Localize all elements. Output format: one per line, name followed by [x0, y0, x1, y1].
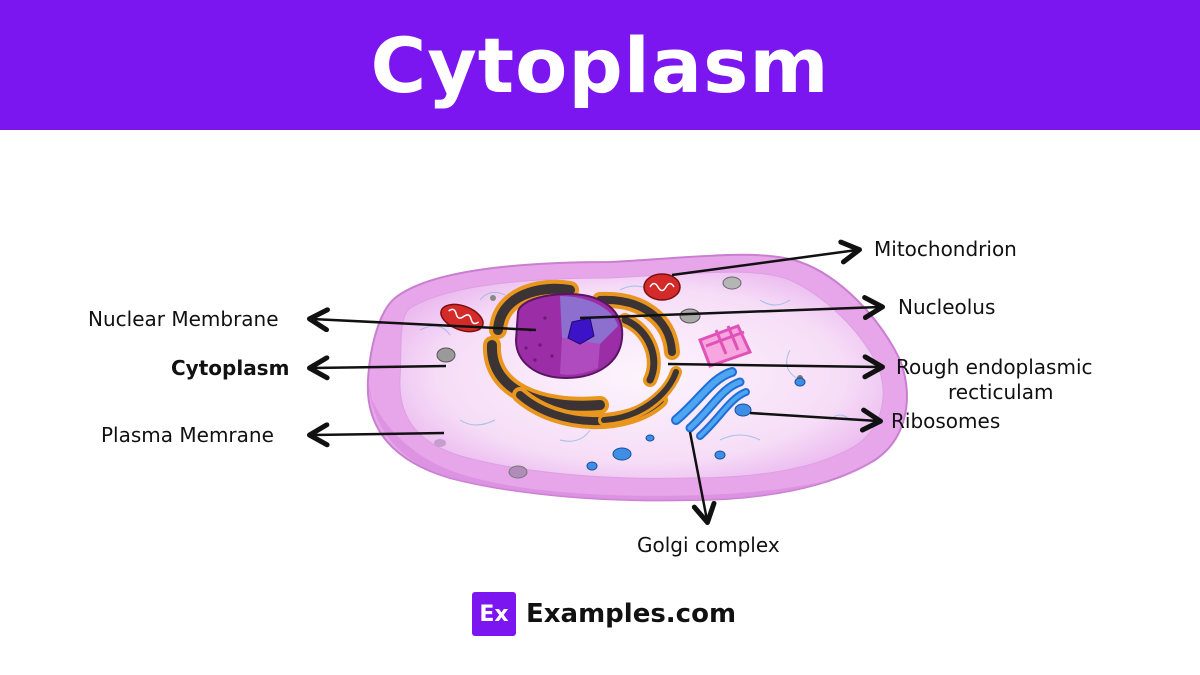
label-golgi-complex: Golgi complex — [637, 533, 780, 557]
arrow-plasma-membrane — [307, 422, 445, 448]
vesicles — [434, 276, 803, 479]
label-mitochondrion: Mitochondrion — [874, 237, 1017, 261]
site-name: Examples.com — [526, 599, 737, 629]
arrow-rough-er — [667, 354, 885, 380]
golgi-complex — [671, 367, 750, 440]
rough-er — [483, 279, 682, 430]
page-title: Cytoplasm — [370, 20, 830, 110]
leader-lines — [307, 239, 885, 525]
arrow-nuclear-membrane — [307, 307, 537, 333]
arrow-golgi — [688, 431, 717, 525]
examples-logo-icon: Ex — [472, 592, 516, 636]
label-nuclear-membrane: Nuclear Membrane — [88, 307, 279, 331]
arrow-cytoplasm — [307, 355, 447, 381]
arrow-mitochondrion — [671, 239, 862, 277]
label-ribosomes: Ribosomes — [891, 409, 1001, 433]
mitochondria — [440, 273, 681, 333]
label-cytoplasm: Cytoplasm — [171, 356, 290, 380]
label-nucleolus: Nucleolus — [898, 295, 996, 319]
label-rough-er-line2: recticulam — [948, 380, 1054, 404]
site-branding: Ex Examples.com — [472, 592, 736, 636]
arrow-ribosomes — [749, 407, 883, 433]
smooth-er — [698, 324, 753, 368]
label-plasma-membrane: Plasma Memrane — [101, 423, 274, 447]
arrow-nucleolus — [579, 295, 885, 321]
title-banner: Cytoplasm — [0, 0, 1200, 130]
ribosomes — [586, 377, 806, 471]
label-rough-er-line1: Rough endoplasmic — [896, 355, 1093, 379]
